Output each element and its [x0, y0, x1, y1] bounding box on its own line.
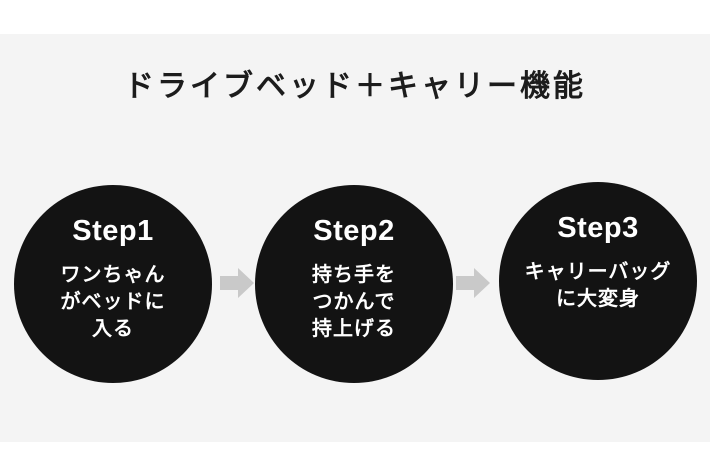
step-description: ワンちゃん がベッドに 入る — [61, 262, 166, 343]
step-circle-1: Step1 ワンちゃん がベッドに 入る — [14, 185, 212, 383]
step-description-line: キャリーバッグ — [524, 261, 672, 283]
step-description-line: がベッドに — [60, 291, 166, 313]
step-description-line: 持ち手を — [312, 264, 396, 286]
step-description-line: 持上げる — [312, 318, 396, 340]
page-title: ドライブベッド＋キャリー機能 — [124, 70, 586, 103]
step-description-line: に大変身 — [556, 288, 640, 310]
step-description-line: ワンちゃん — [60, 264, 166, 286]
arrow-right-icon — [456, 268, 490, 298]
step-description-line: 入る — [92, 318, 134, 340]
step-circle-3: Step3 キャリーバッグ に大変身 — [499, 182, 697, 380]
step-description: キャリーバッグ に大変身 — [525, 259, 672, 313]
step-label: Step2 — [313, 215, 395, 247]
arrow-right-icon — [220, 268, 254, 298]
step-label: Step1 — [72, 215, 154, 247]
step-description-line: つかんで — [312, 291, 396, 313]
step-description: 持ち手を つかんで 持上げる — [312, 262, 396, 343]
step-circle-2: Step2 持ち手を つかんで 持上げる — [255, 185, 453, 383]
step-label: Step3 — [557, 212, 639, 244]
